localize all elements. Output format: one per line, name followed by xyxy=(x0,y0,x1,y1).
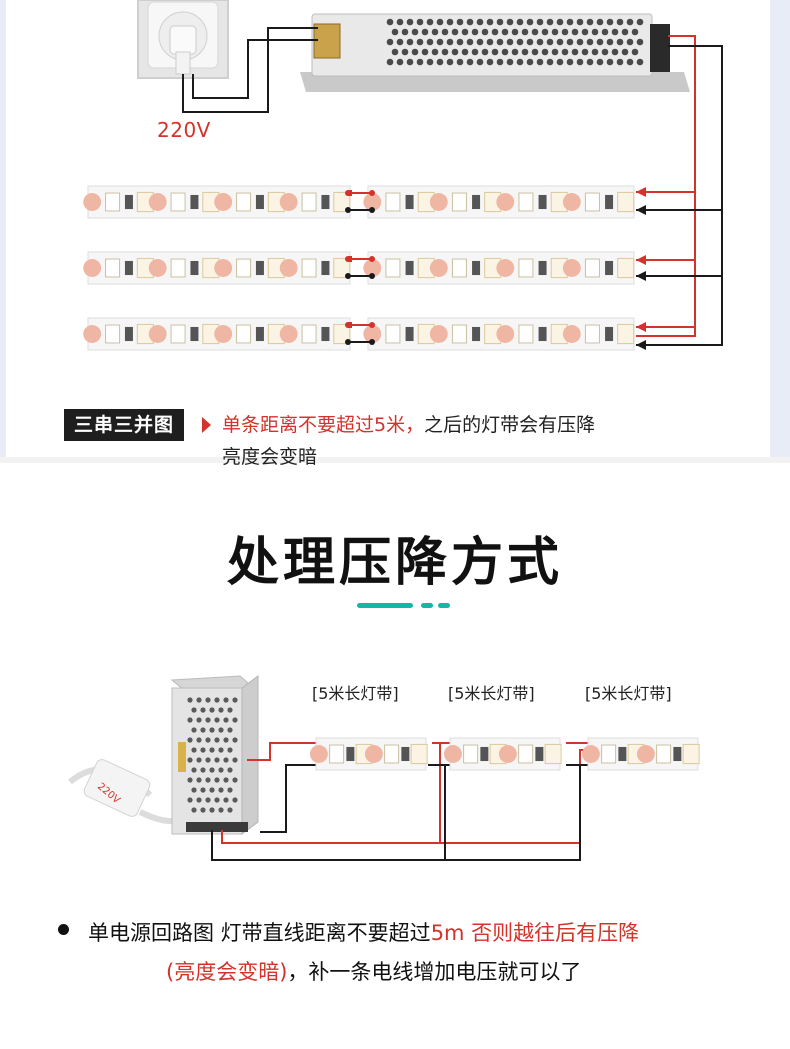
note-warning-dark: 之后的灯带会有压降 xyxy=(424,414,596,436)
footer-line-2: (亮度会变暗)，补一条电线增加电压就可以了 xyxy=(166,956,581,986)
led-strip-segment xyxy=(83,317,351,351)
led-strip-segment xyxy=(363,251,635,285)
power-supply-unit xyxy=(300,13,690,92)
section-divider xyxy=(0,457,790,463)
title-underline xyxy=(357,603,413,608)
note-line-2: 亮度会变暗 xyxy=(222,446,318,468)
output-wires xyxy=(636,35,723,350)
led-strip-segment xyxy=(363,317,635,351)
note-line-1: 单条距离不要超过5米，之后的灯带会有压降 xyxy=(222,410,595,437)
strip-label-1: [5米长灯带] xyxy=(312,684,399,703)
led-strip-segment xyxy=(363,185,635,219)
wall-socket-icon xyxy=(137,0,229,79)
strip-label-3: [5米长灯带] xyxy=(585,684,672,703)
left-border-strip xyxy=(0,0,6,457)
power-supply-box xyxy=(170,675,259,835)
right-border-strip xyxy=(770,0,790,457)
diagram-tag: 三串三并图 xyxy=(64,409,185,441)
voltage-label: 220V xyxy=(157,118,211,142)
led-strip-5m xyxy=(309,737,428,771)
mains-wires xyxy=(182,27,318,113)
power-plug-icon xyxy=(68,759,187,824)
led-strip-segment xyxy=(83,251,351,285)
footer-line-2-red: (亮度会变暗) xyxy=(166,960,288,984)
tag-arrow-icon xyxy=(202,417,211,433)
footer-line-1-red: 5m 否则越往后有压降 xyxy=(430,921,640,945)
footer-line-1-dark: 单电源回路图 灯带直线距离不要超过 xyxy=(88,921,431,945)
note-warning-red: 单条距离不要超过5米， xyxy=(222,414,425,436)
led-strip-segment xyxy=(83,185,351,219)
section-title: 处理压降方式 xyxy=(226,533,563,593)
led-strip-5m xyxy=(443,737,562,771)
title-dash xyxy=(438,603,450,608)
series-parallel-wiring-diagram xyxy=(83,0,723,351)
footer-line-1: 单电源回路图 灯带直线距离不要超过5m 否则越往后有压降 xyxy=(88,917,639,947)
strip-label-2: [5米长灯带] xyxy=(448,684,535,703)
bullet-icon xyxy=(58,924,69,935)
footer-line-2-dark: ，补一条电线增加电压就可以了 xyxy=(287,960,582,984)
led-strip-5m xyxy=(581,737,700,771)
title-dash xyxy=(421,603,433,608)
